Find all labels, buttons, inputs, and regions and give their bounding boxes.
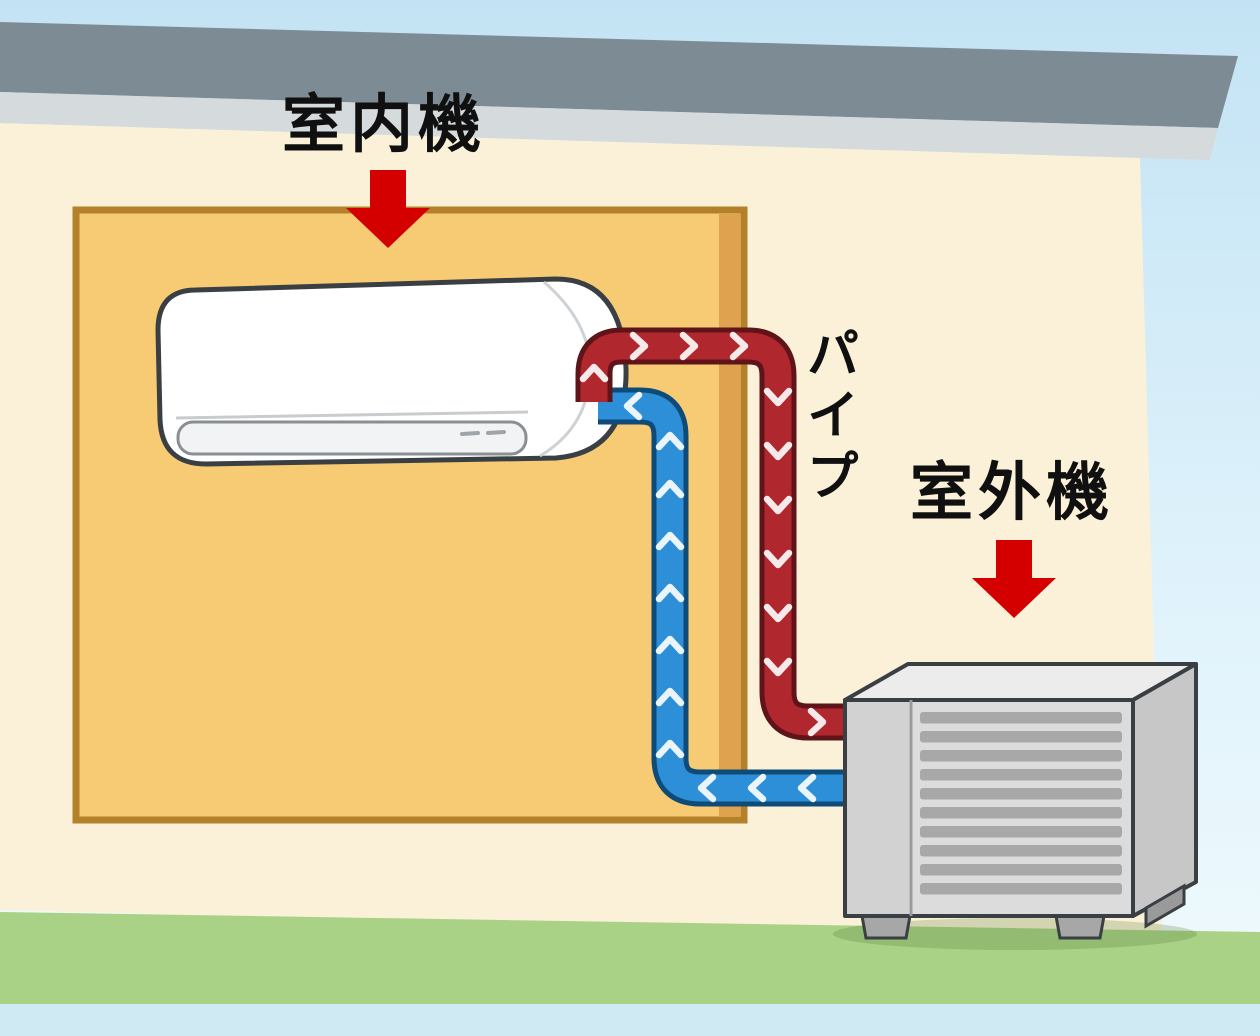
pipe-label: パイプ (799, 326, 858, 509)
indoor-unit-label: 室内機 (282, 90, 486, 160)
outdoor-unit-louvers (920, 712, 1122, 895)
outdoor-unit-foot-side (1144, 883, 1186, 929)
outdoor-ac-unit (833, 662, 1198, 950)
mounting-panel-edge (719, 214, 740, 816)
outdoor-unit-foot-left (860, 914, 912, 940)
cold-refrigerant-pipe (598, 387, 856, 807)
roof-fascia (0, 92, 1218, 160)
indoor-unit-vent-flap (176, 420, 528, 456)
outdoor-unit-right-face (1131, 662, 1198, 918)
cold-pipe-tube (598, 392, 856, 802)
outdoor-unit-foot-right (1054, 914, 1106, 940)
indoor-unit-top-line (175, 410, 529, 420)
indoor-unit-indicator-marks (460, 430, 506, 436)
grass-ground (0, 912, 1260, 1004)
ground-strip (0, 1004, 1260, 1036)
indoor-unit-pointer-arrow (346, 170, 430, 248)
outdoor-unit-pointer-arrow (972, 540, 1056, 618)
hot-refrigerant-pipe (575, 327, 856, 741)
hot-pipe-tube (580, 332, 856, 736)
indoor-ac-unit (155, 276, 629, 467)
roof (0, 22, 1238, 128)
outdoor-unit-shadow (833, 918, 1197, 950)
outdoor-unit-service-panel (847, 702, 909, 914)
outdoor-unit-label: 室外機 (910, 458, 1114, 528)
